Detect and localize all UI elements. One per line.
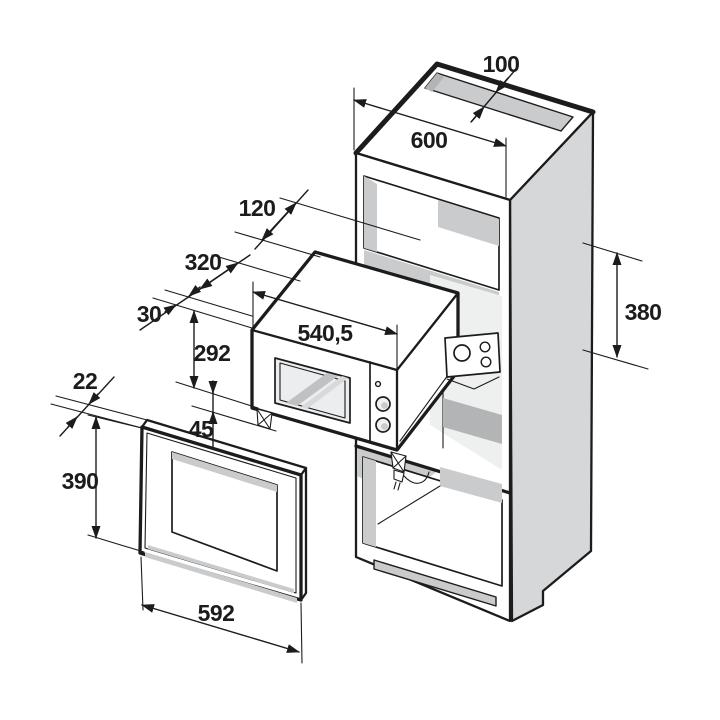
frame-bevel: [144, 432, 297, 594]
lower-compartment-left-wall: [363, 457, 376, 547]
window-reflection-dark: [286, 373, 338, 406]
dimension-label-120: 120: [239, 195, 276, 221]
dimension-label-100: 100: [483, 51, 520, 77]
dimension-label-30: 30: [137, 301, 162, 327]
niche-lower-dark-band: [443, 398, 502, 444]
dimension-label-292: 292: [194, 340, 231, 366]
dimension-592: 592: [140, 556, 303, 664]
socket-outlet-large: [453, 344, 471, 362]
window-reflection-light: [301, 376, 348, 409]
dimension-label-320: 320: [185, 249, 222, 275]
lower-compartment-back-band: [440, 467, 502, 503]
knob-upper: [375, 396, 391, 412]
vent-slot-inner-wall: [425, 73, 444, 92]
power-socket-panel: [444, 332, 501, 390]
display-indicator: [374, 380, 382, 388]
mounting-foot-right: [390, 451, 407, 473]
dimension-label-45: 45: [189, 416, 214, 442]
dimension-label-380: 380: [625, 299, 662, 325]
trim-frame: [138, 418, 308, 603]
socket-bracket: [446, 376, 500, 390]
dimension-label-390: 390: [62, 468, 99, 494]
dimension-380: 380: [582, 242, 662, 370]
power-cable: [403, 471, 430, 484]
socket-outlet-small-1: [479, 341, 491, 353]
dimension-45: 45: [189, 380, 277, 450]
dimension-label-600: 600: [411, 127, 448, 153]
socket-outlet-small-2: [480, 356, 492, 368]
dimension-label-592: 592: [198, 600, 235, 626]
dimension-390: 390: [62, 414, 147, 553]
dimension-label-540-5: 540,5: [297, 320, 353, 346]
dimension-292: 292: [175, 310, 259, 409]
dimension-label-22: 22: [73, 368, 98, 394]
dimension-120: 120: [234, 189, 421, 258]
microwave-door-window: [274, 357, 351, 424]
frame-bottom-stripe-2: [145, 552, 297, 603]
mounting-foot-left: [256, 408, 273, 430]
frame-bottom-stripe-1: [148, 545, 294, 593]
power-plug: [393, 469, 405, 491]
upper-compartment-back-band: [438, 200, 499, 246]
dimension-600: 600: [353, 87, 507, 198]
frame-window-top-lip: [172, 452, 277, 492]
knob-lower: [375, 417, 391, 433]
dimension-540-5: 540,5: [252, 281, 398, 375]
plinth-vent-slot: [373, 559, 497, 607]
dimension-30: 30: [137, 284, 253, 329]
upper-compartment-left-wall: [364, 176, 377, 252]
